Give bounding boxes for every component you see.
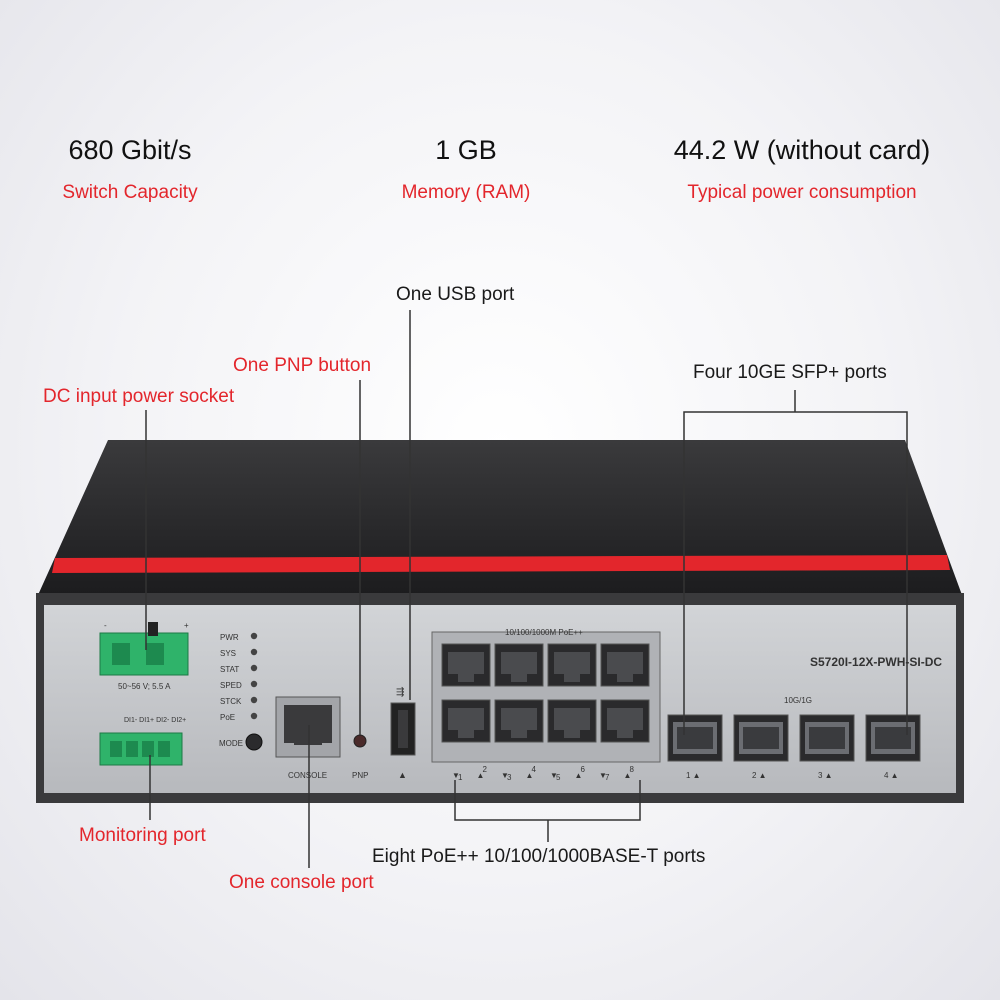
led-label: STAT [220,665,239,674]
rj45-port-number: 3 [507,773,512,782]
callout-sfp: Four 10GE SFP+ ports [693,362,887,383]
sfp-port[interactable] [733,714,789,762]
console-label: CONSOLE [288,771,327,780]
spec-power-consumption: 44.2 W (without card) Typical power cons… [642,135,962,204]
sfp-port[interactable] [667,714,723,762]
rj45-port-number: 5 [556,773,561,782]
spec-value: 44.2 W (without card) [673,135,931,165]
monitoring-port: DI1- DI1+ DI2- DI2+ [99,717,186,766]
di-labels: DI1- DI1+ DI2- DI2+ [124,717,186,724]
usb-port[interactable] [390,702,416,756]
spec-label: Typical power consumption [687,182,917,203]
model-label: S5720I-12X-PWH-SI-DC [810,655,942,669]
spec-label: Memory (RAM) [401,182,531,203]
rj45-port-arrow: ▼ [452,771,460,780]
rj45-port[interactable] [600,699,650,743]
rj45-header: 10/100/1000M PoE++ [505,628,583,637]
rj45-port[interactable] [441,643,491,687]
mode-label: MODE [219,739,243,748]
spec-memory: 1 GB Memory (RAM) [306,135,626,204]
led-label: PoE [220,713,235,722]
svg-text:+: + [184,621,189,630]
rj45-port-number: 2 [483,765,488,774]
rj45-port-block: 10/100/1000M PoE++ [431,628,661,763]
dc-power-socket: - + 50~56 V; 5.5 A [99,621,189,691]
console-port[interactable]: CONSOLE [275,696,341,780]
usb-arrow: ▲ [398,770,407,780]
mode-button[interactable] [245,733,263,751]
callout-rj45: Eight PoE++ 10/100/1000BASE-T ports [372,846,706,867]
pnp-button[interactable] [353,734,367,748]
usb-icon: ⇶ [396,686,404,698]
led-label: SPED [220,681,242,690]
callout-monitoring: Monitoring port [79,825,206,846]
sfp-port[interactable] [865,714,921,762]
callout-console: One console port [229,872,374,893]
spec-switch-capacity: 680 Gbit/s Switch Capacity [0,135,290,204]
led-group: PWR SYS STAT SPED STCK PoE MODE [219,632,263,751]
rj45-port-arrow: ▲ [477,771,485,780]
rj45-port-number: 1 [458,773,463,782]
rj45-port-arrow: ▲ [526,771,534,780]
spec-label: Switch Capacity [62,182,198,203]
rj45-port-arrow: ▲ [575,771,583,780]
rj45-port[interactable] [547,643,597,687]
callout-dc: DC input power socket [43,386,235,407]
led-label: SYS [220,649,236,658]
callout-usb: One USB port [396,284,515,305]
callout-pnp: One PNP button [233,355,372,376]
rj45-port-arrow: ▼ [501,771,509,780]
rj45-port-number: 8 [630,765,635,774]
rj45-port-arrow: ▼ [550,771,558,780]
led-label: PWR [220,633,239,642]
sfp-port[interactable] [799,714,855,762]
led-label: STCK [220,697,242,706]
rj45-port-arrow: ▼ [599,771,607,780]
rj45-port[interactable] [494,643,544,687]
sfp-port-number: 2 ▲ [752,771,767,780]
rj45-port[interactable] [494,699,544,743]
svg-text:-: - [104,621,107,630]
power-rating-label: 50~56 V; 5.5 A [118,682,171,691]
rj45-port-number: 7 [605,773,610,782]
sfp-port-number: 1 ▲ [686,771,701,780]
rj45-port[interactable] [441,699,491,743]
rj45-port-arrow: ▲ [624,771,632,780]
rj45-port[interactable] [547,699,597,743]
pnp-label: PNP [352,771,368,780]
spec-value: 1 GB [435,135,497,165]
sfp-port-number: 4 ▲ [884,771,899,780]
callout-lines [145,310,908,868]
rj45-port-number: 4 [532,765,537,774]
sfp-header: 10G/1G [784,696,812,705]
rj45-port-number: 6 [581,765,586,774]
rj45-port[interactable] [600,643,650,687]
sfp-port-number: 3 ▲ [818,771,833,780]
spec-value: 680 Gbit/s [68,135,192,165]
red-stripe [52,555,950,573]
